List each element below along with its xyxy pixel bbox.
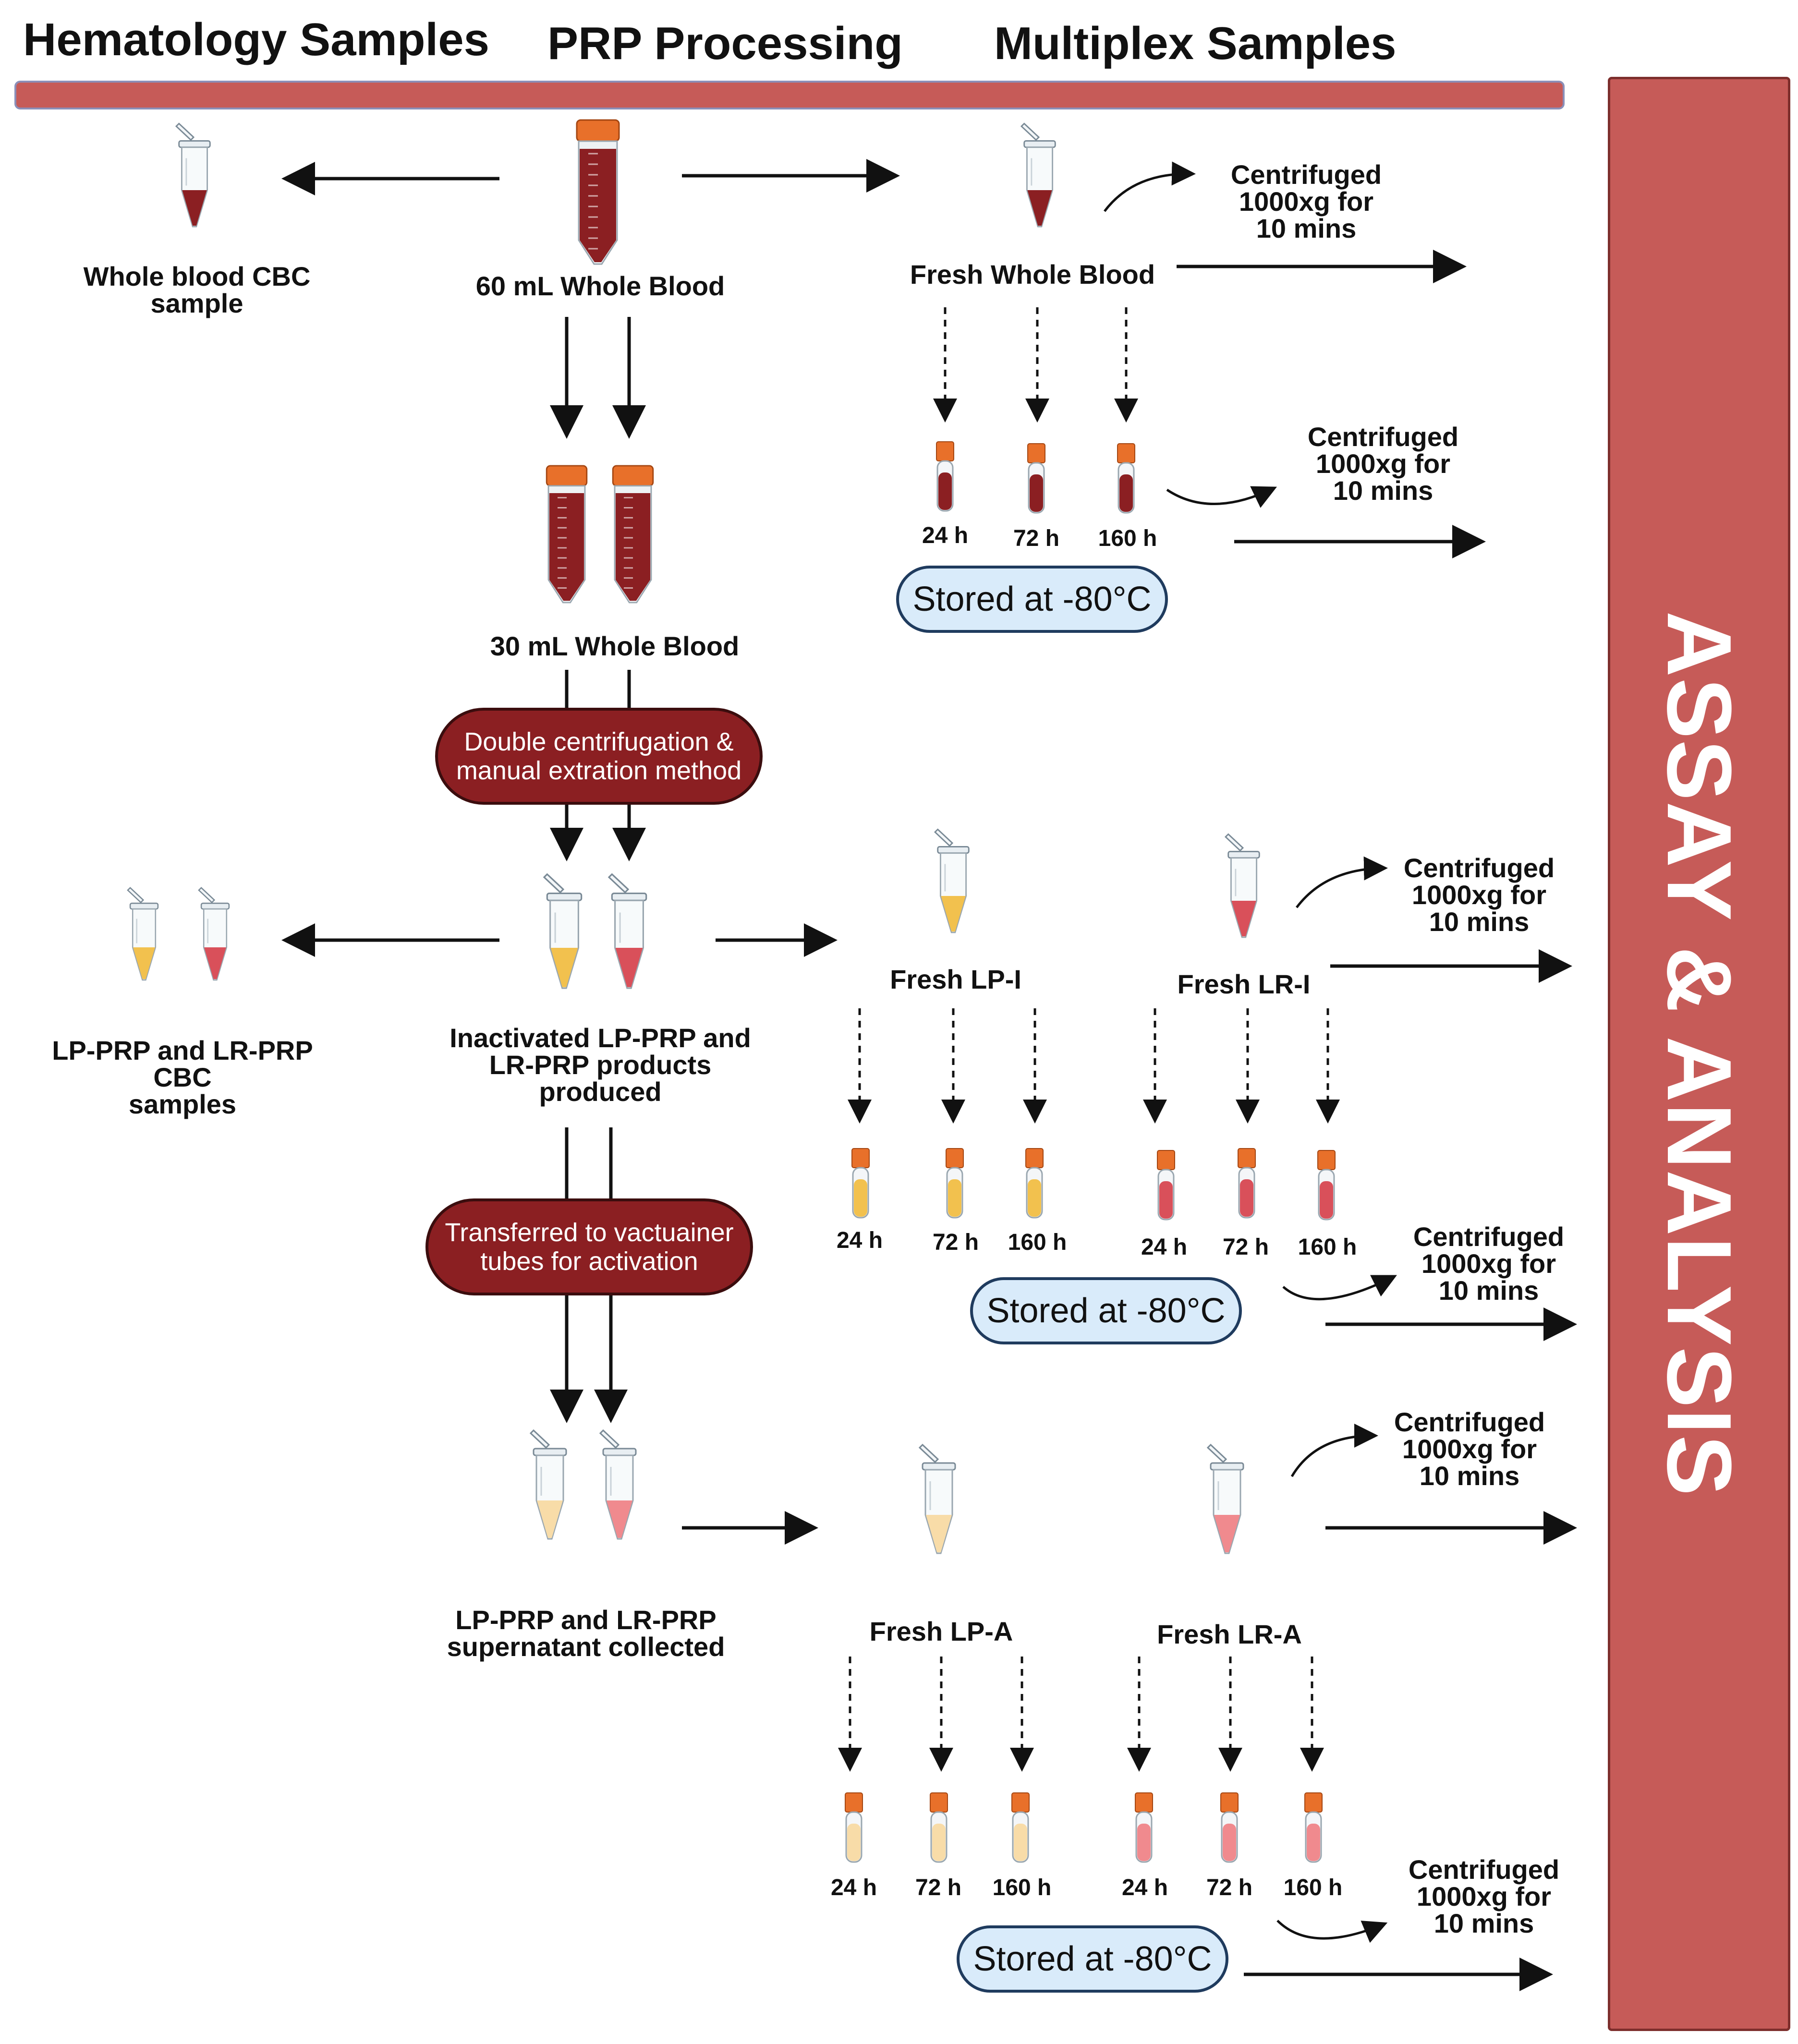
time-label: 160 h <box>992 1875 1052 1900</box>
whole-blood-30ml-label: 30 mL Whole Blood <box>490 631 740 661</box>
microtube-icon <box>607 873 647 989</box>
header-prp-processing: PRP Processing <box>547 18 903 69</box>
stored-minus80-box: Stored at -80°C <box>970 1277 1242 1344</box>
vacutainer-tube-icon <box>930 1792 948 1863</box>
time-label: 72 h <box>1206 1875 1253 1900</box>
fresh-whole-blood-label: Fresh Whole Blood <box>910 259 1155 290</box>
stored-minus80-box: Stored at -80°C <box>957 1925 1228 1993</box>
microtube-icon <box>175 122 211 228</box>
vacutainer-tube-icon <box>1011 1792 1030 1863</box>
time-label: 24 h <box>830 1875 877 1900</box>
centrifuged-note: Centrifuged 1000xg for 10 mins <box>1394 1407 1545 1491</box>
centrifuged-note: Centrifuged 1000xg for 10 mins <box>1413 1222 1565 1306</box>
vacutainer-tube-icon <box>1304 1792 1323 1863</box>
centrifuged-note: Centrifuged 1000xg for 10 mins <box>1230 159 1382 243</box>
conical-tube-icon <box>612 465 654 604</box>
centrifuged-note: Centrifuged 1000xg for 10 mins <box>1307 422 1459 506</box>
vacutainer-tube-icon <box>936 441 954 512</box>
time-label: 160 h <box>1098 526 1157 551</box>
time-label: 160 h <box>1298 1234 1357 1260</box>
conical-tube-icon <box>546 465 588 604</box>
fresh-lr-i-label: Fresh LR-I <box>1177 969 1311 999</box>
time-label: 24 h <box>1141 1234 1188 1260</box>
lp-lr-cbc-label: LP-PRP and LR-PRP CBC samples <box>52 1035 313 1119</box>
whole-blood-cbc-label: Whole blood CBC sample <box>83 261 311 318</box>
vacutainer-tube-icon <box>851 1148 870 1219</box>
vacutainer-tube-icon <box>1027 443 1045 514</box>
vacutainer-tube-icon <box>1317 1150 1336 1221</box>
centrifuged-note: Centrifuged 1000xg for 10 mins <box>1408 1854 1560 1938</box>
header-multiplex: Multiplex Samples <box>994 18 1397 69</box>
microtube-icon <box>127 887 159 981</box>
microtube-icon <box>1224 833 1260 938</box>
time-label: 24 h <box>922 523 969 548</box>
vacutainer-tube-icon <box>1238 1148 1256 1219</box>
fresh-lp-a-label: Fresh LP-A <box>869 1616 1013 1646</box>
inactivated-products-label: Inactivated LP-PRP and LR-PRP products p… <box>450 1023 751 1107</box>
time-label: 72 h <box>1222 1234 1269 1260</box>
header-hematology: Hematology Samples <box>23 14 489 65</box>
microtube-icon <box>918 1443 956 1554</box>
vacutainer-tube-icon <box>946 1148 964 1219</box>
vacutainer-tube-icon <box>1157 1150 1175 1221</box>
time-label: 160 h <box>1283 1875 1343 1900</box>
vacutainer-tube-icon <box>1025 1148 1044 1219</box>
conical-tube-icon <box>576 119 620 265</box>
time-label: 72 h <box>915 1875 962 1900</box>
microtube-icon <box>934 828 970 933</box>
whole-blood-60ml-label: 60 mL Whole Blood <box>475 271 725 301</box>
time-label: 72 h <box>1013 526 1060 551</box>
vacutainer-tube-icon <box>845 1792 863 1863</box>
centrifuged-note: Centrifuged 1000xg for 10 mins <box>1403 853 1555 937</box>
assay-analysis-panel: ASSAY & ANALYSIS <box>1608 77 1790 2031</box>
stored-minus80-box: Stored at -80°C <box>896 566 1168 633</box>
curved-arrow <box>1296 856 1388 908</box>
microtube-icon <box>198 887 230 981</box>
time-label: 72 h <box>932 1230 979 1255</box>
microtube-icon <box>1020 122 1056 228</box>
vacutainer-tube-icon <box>1135 1792 1153 1863</box>
curved-arrow <box>1104 161 1196 212</box>
microtube-icon <box>1206 1443 1244 1554</box>
curved-arrow <box>1276 1920 1388 1943</box>
supernatant-label: LP-PRP and LR-PRP supernatant collected <box>447 1605 725 1662</box>
microtube-icon <box>529 1429 567 1540</box>
curved-arrow <box>1282 1275 1397 1301</box>
header-bar <box>14 81 1565 109</box>
vacutainer-tube-icon <box>1220 1792 1239 1863</box>
time-label: 24 h <box>836 1228 883 1253</box>
transfer-vacutainer-step: Transferred to vactuainer tubes for acti… <box>425 1198 753 1295</box>
time-label: 160 h <box>1008 1230 1067 1255</box>
curved-arrow <box>1290 1424 1378 1477</box>
time-label: 24 h <box>1121 1875 1168 1900</box>
microtube-icon <box>599 1429 637 1540</box>
fresh-lr-a-label: Fresh LR-A <box>1157 1619 1302 1649</box>
fresh-lp-i-label: Fresh LP-I <box>890 964 1021 994</box>
microtube-icon <box>543 873 583 989</box>
vacutainer-tube-icon <box>1117 443 1135 514</box>
double-centrifugation-step: Double centrifugation & manual extration… <box>435 708 763 805</box>
curved-arrow <box>1166 486 1277 508</box>
